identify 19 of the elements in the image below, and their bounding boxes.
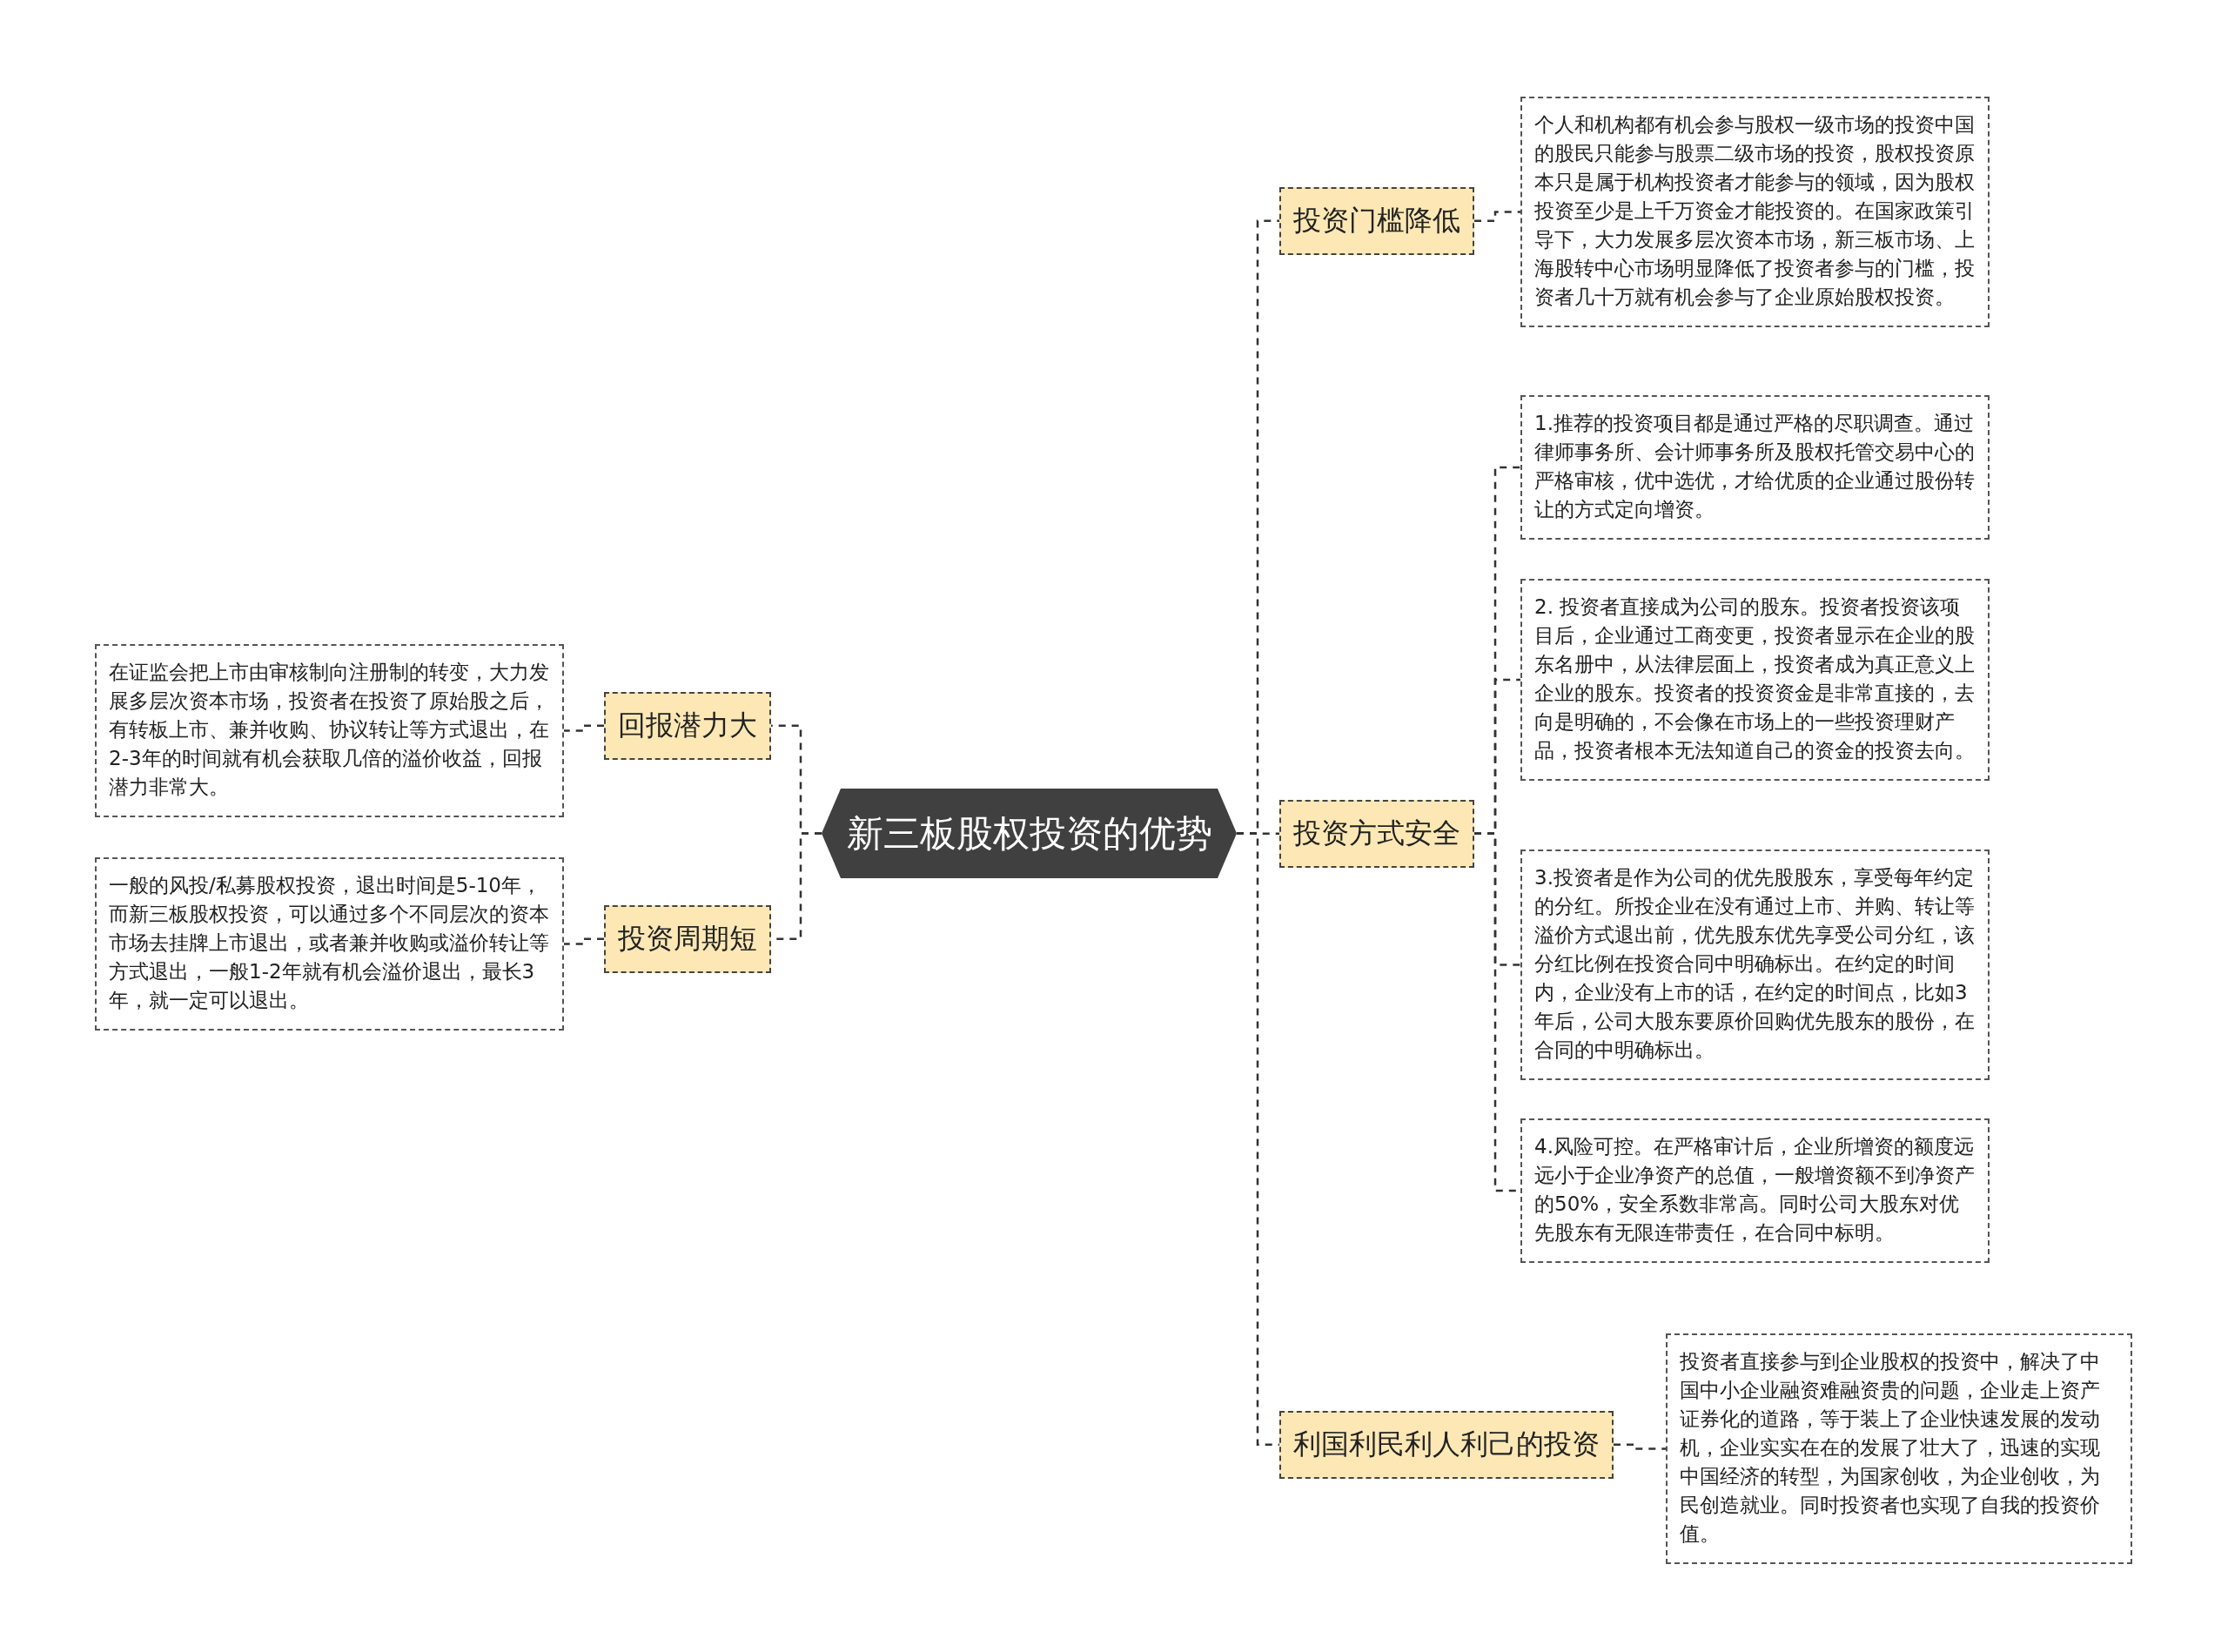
branch-topic-box: 投资方式安全 <box>1279 800 1474 868</box>
central-topic-hexagon: 新三板股权投资的优势 <box>822 789 1237 878</box>
connector-line <box>1474 211 1520 223</box>
description-box: 2. 投资者直接成为公司的股东。投资者投资该项目后，企业通过工商变更，投资者显示在企业的股东名册中，从法律层面上，投资者成为真正意义上企业的股东。投资者的投资资金是非常直接的，去向是明确的，不会像在市场上的一些投资理财产品，投资者根本无法知道自己的资金的投资去向。 <box>1520 579 1990 781</box>
description-box: 投资者直接参与到企业股权的投资中，解决了中国中小企业融资难融资贵的问题，企业走上资产证券化的道路，等于装上了企业快速发展的发动机，企业实实在在的发展了壮大了，迅速的实现中国经济的转型，为国家创收，为企业创收，为民创造就业。同时投资者也实现了自我的投资价值。 <box>1666 1333 2132 1564</box>
branch-topic-box: 投资周期短 <box>604 905 771 973</box>
description-box: 4.风险可控。在严格审计后，企业所增资的额度远远小于企业净资产的总值，一般增资额不到净资产的50%，安全系数非常高。同时公司大股东对优先股东有无限连带责任，在合同中标明。 <box>1520 1118 1990 1263</box>
connector-line <box>564 937 604 945</box>
description-box: 一般的风投/私募股权投资，退出时间是5-10年，而新三板股权投资，可以通过多个不同层次的资本市场去挂牌上市退出，或者兼并收购或溢价转让等方式退出，一般1-2年就有机会溢价退出，最长3年，就一定可以退出。 <box>95 857 564 1031</box>
description-box: 1.推荐的投资项目都是通过严格的尽职调查。通过律师事务所、会计师事务所及股权托管交易中心的严格审核，优中选优，才给优质的企业通过股份转让的方式定向增资。 <box>1520 395 1990 540</box>
description-box: 3.投资者是作为公司的优先股股东，享受每年约定的分红。所投企业在没有通过上市、并购、转让等溢价方式退出前，优先股东优先享受公司分红，该分红比例在投资合同中明确标出。在约定的时间内，企业没有上市的话，在约定的时间点，比如3年后，公司大股东要原价回购优先股东的股份，在合同的中明确标出。 <box>1520 850 1990 1080</box>
branch-topic-box: 回报潜力大 <box>604 692 771 760</box>
branch-topic-box: 投资门槛降低 <box>1279 187 1474 255</box>
connector-line <box>1237 832 1279 1447</box>
connector-line <box>1614 1443 1666 1450</box>
description-box: 个人和机构都有机会参与股权一级市场的投资中国的股民只能参与股票二级市场的投资，股权投资原本只是属于机构投资者才能参与的领域，因为股权投资至少是上千万资金才能投资的。在国家政策引导下，大力发展多层次资本市场，新三板市场、上海股转中心市场明显降低了投资者参与的门槛，投资者几十万就有机会参与了企业原始股权投资。 <box>1520 97 1990 327</box>
branch-topic-box: 利国利民利人利己的投资 <box>1279 1411 1614 1479</box>
connector-line <box>564 724 604 732</box>
description-box: 在证监会把上市由审核制向注册制的转变，大力发展多层次资本市场，投资者在投资了原始股之后，有转板上市、兼并收购、协议转让等方式退出，在2-3年的时间就有机会获取几倍的溢价收益，回报潜力非常大。 <box>95 644 564 817</box>
